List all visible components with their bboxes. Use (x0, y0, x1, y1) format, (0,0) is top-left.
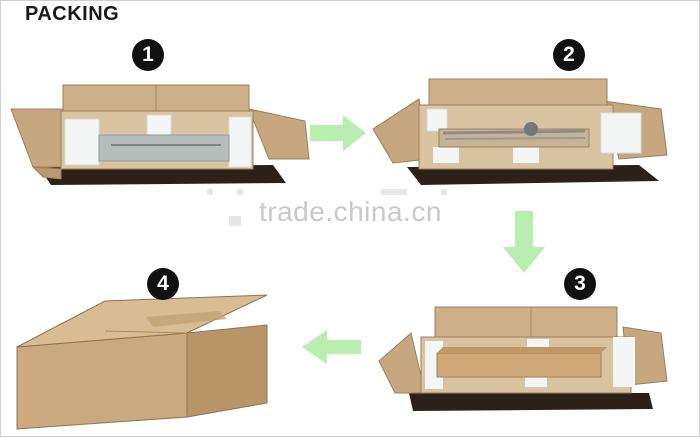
step-3-box-with-inner-carton (378, 306, 668, 411)
step-4-sealed-box (16, 294, 268, 430)
step-2-box-with-parts (372, 78, 668, 185)
step-arrow-down-icon (503, 211, 545, 273)
page-title: PACKING (25, 3, 120, 25)
step-3-badge: 3 (564, 268, 596, 300)
step-1-badge: 1 (132, 39, 164, 71)
watermark-artifacts (207, 189, 447, 226)
step-2-badge: 2 (553, 39, 585, 71)
watermark-text: trade.china.cn (259, 196, 442, 227)
step-arrow-right-icon (310, 115, 366, 151)
step-1-open-box (10, 84, 310, 185)
step-arrow-left-icon (302, 330, 361, 364)
step-4-badge: 4 (147, 268, 179, 300)
